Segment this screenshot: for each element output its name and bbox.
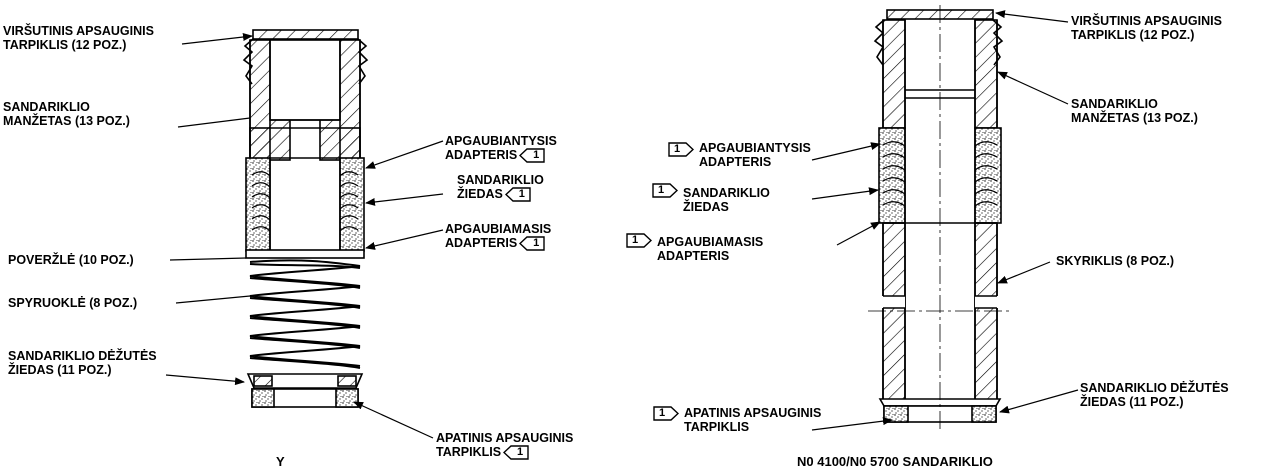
right-label-box-ring: SANDARIKLIO DĖŽUTĖS ŽIEDAS (11 POZ.) xyxy=(1080,381,1229,409)
left-label-ring-line1: SANDARIKLIO xyxy=(457,173,544,187)
left-leader-manzetas xyxy=(177,117,251,128)
left-label-box-ring: SANDARIKLIO DĖŽUTĖS ŽIEDAS (11 POZ.) xyxy=(8,349,157,377)
left-label-packing-ring: SANDARIKLIO ŽIEDAS 1 xyxy=(457,173,544,202)
right-leader-manzetas xyxy=(997,71,1069,105)
right-label-male-line2: ADAPTERIS xyxy=(657,249,730,263)
right-label-manzetas-line2: MANŽETAS (13 POZ.) xyxy=(1071,111,1198,125)
right-label-female-line1: APGAUBIANTYSIS xyxy=(699,141,811,155)
left-leader-spring xyxy=(175,295,251,304)
flag-1-icon: 1 xyxy=(626,233,652,248)
left-label-top-wiper-line1: VIRŠUTINIS APSAUGINIS xyxy=(3,24,154,38)
left-label-female-line1: APGAUBIANTYSIS xyxy=(445,134,557,148)
left-assembly xyxy=(242,29,369,408)
right-label-spacer-text: SKYRIKLIS (8 POZ.) xyxy=(1056,254,1175,268)
left-label-manzetas: SANDARIKLIO MANŽETAS (13 POZ.) xyxy=(3,100,130,128)
flag-1-icon: 1 xyxy=(668,142,694,157)
right-label-top-wiper-line2: TARPIKLIS (12 POZ.) xyxy=(1071,28,1195,42)
left-top-wiper xyxy=(242,29,369,85)
left-box-ring xyxy=(246,373,364,389)
left-leader-box-ring xyxy=(165,374,245,386)
left-leader-female xyxy=(365,140,444,169)
left-bottom-wiper xyxy=(251,388,359,408)
right-label-bottom-wiper: APATINIS APSAUGINIS TARPIKLIS xyxy=(684,406,821,434)
left-label-washer: POVERŽLĖ (10 POZ.) xyxy=(8,253,134,267)
left-washer xyxy=(245,249,365,259)
right-leader-ring xyxy=(811,187,879,200)
flag-1-icon: 1 xyxy=(519,148,545,163)
left-label-bottom-wiper-line2: TARPIKLIS 1 xyxy=(436,445,573,460)
flag-1-icon: 1 xyxy=(503,445,529,460)
flag-number: 1 xyxy=(658,407,666,419)
flag-number: 1 xyxy=(657,184,665,196)
right-label-top-wiper-line1: VIRŠUTINIS APSAUGINIS xyxy=(1071,14,1222,28)
flag-1-icon: 1 xyxy=(504,187,531,202)
left-label-female-line2: ADAPTERIS 1 xyxy=(445,148,557,163)
left-label-ring-line2: ŽIEDAS 1 xyxy=(457,187,544,202)
left-label-bottom-wiper-line1: APATINIS APSAUGINIS xyxy=(436,431,574,445)
left-vring-stack xyxy=(245,157,365,252)
left-leader-male xyxy=(365,229,444,250)
left-leader-bottom-wiper xyxy=(353,401,434,439)
left-packing-body xyxy=(249,39,361,161)
left-label-box-ring-line1: SANDARIKLIO DĖŽUTĖS xyxy=(8,349,157,363)
left-label-female-adapter: APGAUBIANTYSIS ADAPTERIS 1 xyxy=(445,134,557,163)
right-label-spacer: SKYRIKLIS (8 POZ.) xyxy=(1056,254,1174,268)
right-label-female-line2: ADAPTERIS xyxy=(699,155,772,169)
left-leader-washer xyxy=(169,257,247,261)
left-label-female-text: ADAPTERIS xyxy=(445,148,518,162)
left-label-male-line2: ADAPTERIS 1 xyxy=(445,236,551,251)
right-caption: N0 4100/N0 5700 SANDARIKLIO xyxy=(797,454,993,469)
flag-number: 1 xyxy=(631,234,639,246)
right-label-male-line1: APGAUBIAMASIS xyxy=(657,235,764,249)
flag-1-icon: 1 xyxy=(653,406,679,421)
right-label-box-ring-line2: ŽIEDAS (11 POZ.) xyxy=(1080,395,1184,409)
right-spacer xyxy=(879,222,1001,404)
left-label-manzetas-line1: SANDARIKLIO xyxy=(3,100,90,114)
flag-number: 1 xyxy=(533,237,540,250)
right-label-ring-line1: SANDARIKLIO xyxy=(683,186,770,200)
right-label-male-adapter: APGAUBIAMASIS ADAPTERIS xyxy=(657,235,763,263)
right-label-ring-line2: ŽIEDAS xyxy=(683,200,729,214)
left-label-top-wiper: VIRŠUTINIS APSAUGINIS TARPIKLIS (12 POZ.… xyxy=(3,24,154,52)
left-label-spring-text: SPYRUOKLĖ (8 POZ.) xyxy=(8,296,138,310)
left-label-top-wiper-line2: TARPIKLIS (12 POZ.) xyxy=(3,38,127,52)
left-label-male-line1: APGAUBIAMASIS xyxy=(445,222,552,236)
right-leader-box-ring xyxy=(999,389,1079,414)
left-label-box-ring-line2: ŽIEDAS (11 POZ.) xyxy=(8,363,112,377)
left-leader-top-wiper xyxy=(181,33,253,45)
right-label-top-wiper: VIRŠUTINIS APSAUGINIS TARPIKLIS (12 POZ.… xyxy=(1071,14,1222,42)
flag-1-icon: 1 xyxy=(652,183,678,198)
flag-number: 1 xyxy=(516,446,524,459)
left-label-ring-text: ŽIEDAS xyxy=(457,187,503,201)
right-leader-top-wiper xyxy=(995,10,1069,23)
right-label-bottom-wiper-line1: APATINIS APSAUGINIS xyxy=(684,406,822,420)
right-leader-bottom-wiper xyxy=(811,417,893,431)
left-label-washer-text: POVERŽLĖ (10 POZ.) xyxy=(8,253,134,267)
right-label-female-adapter: APGAUBIANTYSIS ADAPTERIS xyxy=(699,141,811,169)
right-assembly xyxy=(868,5,1012,432)
flag-number: 1 xyxy=(533,149,540,162)
right-label-manzetas: SANDARIKLIO MANŽETAS (13 POZ.) xyxy=(1071,97,1198,125)
right-leader-spacer xyxy=(997,261,1051,284)
left-label-bottom-wiper: APATINIS APSAUGINIS TARPIKLIS 1 xyxy=(436,431,573,460)
right-label-box-ring-line1: SANDARIKLIO DĖŽUTĖS xyxy=(1080,381,1229,395)
left-spring xyxy=(249,259,361,369)
right-leader-female xyxy=(811,142,881,161)
left-caption: Y xyxy=(276,454,285,469)
flag-number: 1 xyxy=(518,188,525,201)
left-leader-ring xyxy=(365,193,444,206)
left-label-male-text: ADAPTERIS xyxy=(445,236,518,250)
left-label-manzetas-line2: MANŽETAS (13 POZ.) xyxy=(3,114,130,128)
left-label-male-adapter: APGAUBIAMASIS ADAPTERIS 1 xyxy=(445,222,551,251)
flag-1-icon: 1 xyxy=(519,236,545,251)
flag-number: 1 xyxy=(673,143,681,155)
right-label-packing-ring: SANDARIKLIO ŽIEDAS xyxy=(683,186,770,214)
left-label-spring: SPYRUOKLĖ (8 POZ.) xyxy=(8,296,137,310)
left-label-bottom-wiper-text: TARPIKLIS xyxy=(436,445,502,459)
right-leader-male xyxy=(836,221,881,246)
right-label-manzetas-line1: SANDARIKLIO xyxy=(1071,97,1158,111)
right-label-bottom-wiper-line2: TARPIKLIS xyxy=(684,420,750,434)
right-packing-body xyxy=(882,19,998,129)
